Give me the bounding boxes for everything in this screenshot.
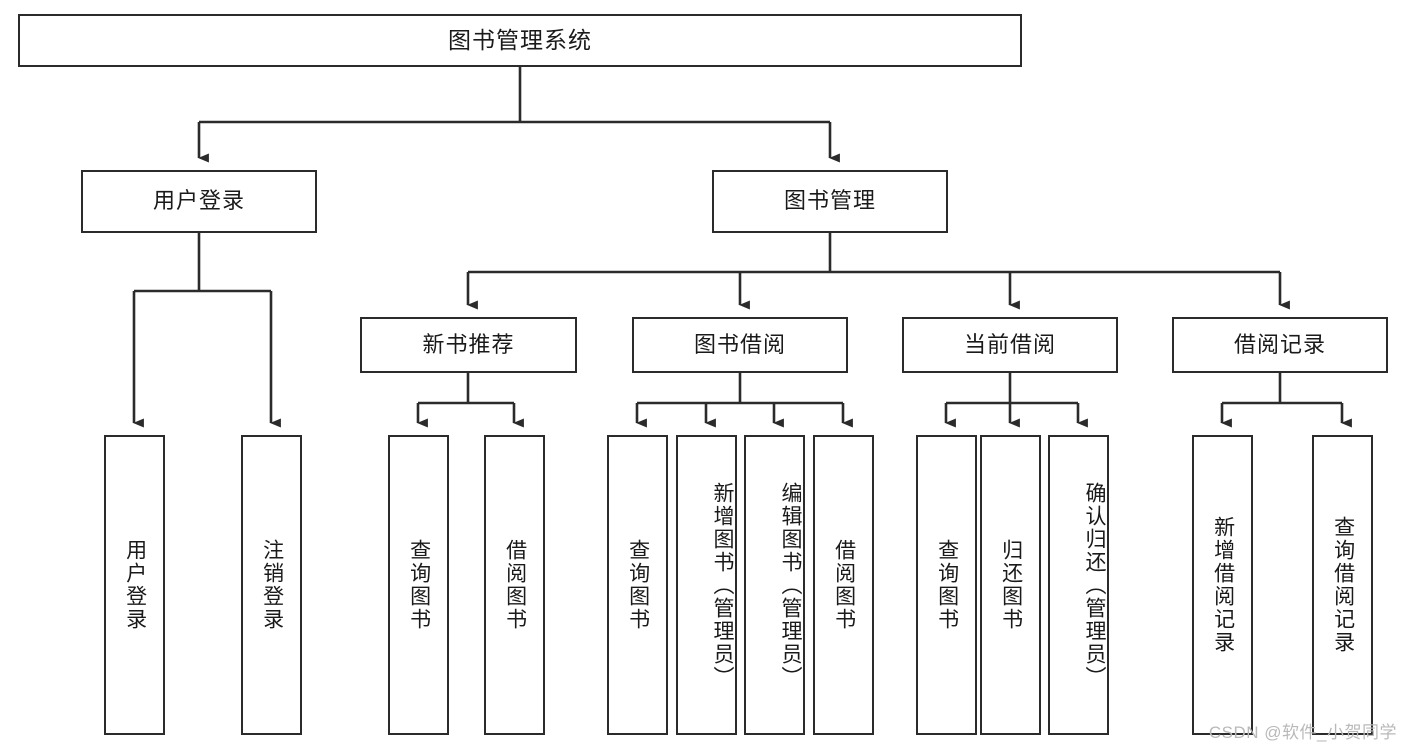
node-book-management[interactable]: 图书管理 <box>712 170 948 233</box>
node-user-login-label: 用户登录 <box>152 188 245 214</box>
leaf-book-borrow-borrow[interactable]: 借阅图书 <box>813 435 874 735</box>
node-user-login[interactable]: 用户登录 <box>81 170 317 233</box>
node-book-borrow-label: 图书借阅 <box>693 331 786 357</box>
leaf-new-book-query[interactable]: 查询图书 <box>388 435 449 735</box>
leaf-current-borrow-query-label: 查询图书 <box>935 539 959 631</box>
leaf-new-book-query-label: 查询图书 <box>407 539 431 631</box>
leaf-borrow-record-query-label: 查询借阅记录 <box>1331 516 1355 654</box>
node-current-borrow[interactable]: 当前借阅 <box>902 317 1118 373</box>
leaf-book-borrow-add[interactable]: 新增图书（管理员） <box>676 435 737 735</box>
node-new-book-recommend-label: 新书推荐 <box>422 331 515 357</box>
leaf-book-borrow-borrow-label: 借阅图书 <box>832 539 856 631</box>
leaf-borrow-record-add[interactable]: 新增借阅记录 <box>1192 435 1253 735</box>
leaf-book-borrow-edit-label: 编辑图书（管理员） <box>779 481 802 689</box>
leaf-book-borrow-edit[interactable]: 编辑图书（管理员） <box>744 435 805 735</box>
node-borrow-record[interactable]: 借阅记录 <box>1172 317 1388 373</box>
leaf-current-borrow-return[interactable]: 归还图书 <box>980 435 1041 735</box>
leaf-current-borrow-confirm-return[interactable]: 确认归还（管理员） <box>1048 435 1109 735</box>
watermark: CSDN @软件_小贺同学 <box>1208 723 1397 742</box>
node-new-book-recommend[interactable]: 新书推荐 <box>360 317 577 373</box>
leaf-current-borrow-confirm-return-label: 确认归还（管理员） <box>1083 481 1106 689</box>
leaf-book-borrow-add-label: 新增图书（管理员） <box>711 481 734 689</box>
leaf-user-login-signin-label: 用户登录 <box>123 539 147 631</box>
leaf-borrow-record-add-label: 新增借阅记录 <box>1211 516 1235 654</box>
node-current-borrow-label: 当前借阅 <box>963 331 1056 357</box>
leaf-user-login-signin[interactable]: 用户登录 <box>104 435 165 735</box>
node-root-label: 图书管理系统 <box>448 26 592 53</box>
leaf-new-book-borrow[interactable]: 借阅图书 <box>484 435 545 735</box>
leaf-borrow-record-query[interactable]: 查询借阅记录 <box>1312 435 1373 735</box>
leaf-new-book-borrow-label: 借阅图书 <box>503 539 527 631</box>
leaf-user-login-signout-label: 注销登录 <box>260 539 284 631</box>
leaf-book-borrow-query[interactable]: 查询图书 <box>607 435 668 735</box>
node-borrow-record-label: 借阅记录 <box>1233 331 1326 357</box>
node-book-borrow[interactable]: 图书借阅 <box>632 317 848 373</box>
leaf-user-login-signout[interactable]: 注销登录 <box>241 435 302 735</box>
leaf-current-borrow-return-label: 归还图书 <box>999 539 1023 631</box>
leaf-book-borrow-query-label: 查询图书 <box>626 539 650 631</box>
node-root[interactable]: 图书管理系统 <box>18 14 1022 67</box>
leaf-current-borrow-query[interactable]: 查询图书 <box>916 435 977 735</box>
node-book-management-label: 图书管理 <box>783 188 876 214</box>
